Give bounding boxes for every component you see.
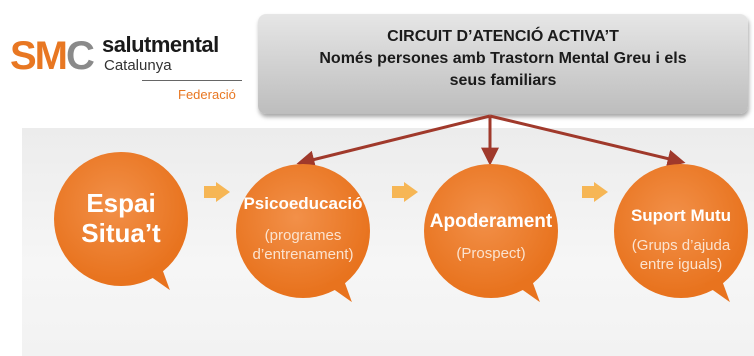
- step-suport-mutu: Suport Mutu (Grups d’ajuda entre iguals): [614, 164, 748, 298]
- step-1-title-line1: Espai: [86, 188, 156, 218]
- step-1-title-line2: Situa’t: [81, 218, 161, 248]
- chevron-1-icon: [216, 182, 230, 202]
- step-apoderament: Apoderament (Prospect): [424, 164, 558, 298]
- step-3-sub-line1: (Prospect): [456, 245, 526, 262]
- chevron-2-icon: [404, 182, 418, 202]
- step-3-title: Apoderament: [429, 211, 553, 232]
- chevron-1-body: [204, 186, 216, 198]
- step-4-sub-line1: (Grups d’ajuda: [631, 237, 731, 254]
- step-2-sub-line1: (programes: [264, 227, 342, 244]
- step-espai-situat: Espai Situa’t: [54, 152, 188, 286]
- logo-name: salutmental: [102, 32, 219, 57]
- header-title: CIRCUIT D’ATENCIÓ ACTIVA’T: [387, 28, 619, 45]
- logo-divider: [142, 80, 242, 81]
- logo-region: Catalunya: [104, 57, 172, 74]
- step-psicoeducacio: Psicoeducació (programes d’entrenament): [236, 164, 370, 298]
- salutmental-logo: SMC salutmental Catalunya Federació: [10, 22, 242, 122]
- header-line-2: Només persones amb Trastorn Mental Greu …: [319, 50, 687, 67]
- connector-to-psicoeducacio: [296, 114, 491, 169]
- connector-to-suport-mutu: [489, 114, 686, 168]
- step-2-title: Psicoeducació: [243, 194, 363, 213]
- step-2-sub-line2: d’entrenament): [252, 246, 354, 263]
- logo-federacio: Federació: [178, 87, 236, 102]
- step-4-title: Suport Mutu: [630, 206, 732, 225]
- chevron-2-body: [392, 186, 404, 198]
- header-line-3: seus familiars: [449, 72, 557, 89]
- circuit-header-box: CIRCUIT D’ATENCIÓ ACTIVA’T Només persone…: [258, 14, 748, 114]
- logo-smc-mark: SMC: [10, 34, 95, 78]
- chevron-3-body: [582, 186, 594, 198]
- step-4-sub-line2: entre iguals): [639, 256, 723, 273]
- chevron-3-icon: [594, 182, 608, 202]
